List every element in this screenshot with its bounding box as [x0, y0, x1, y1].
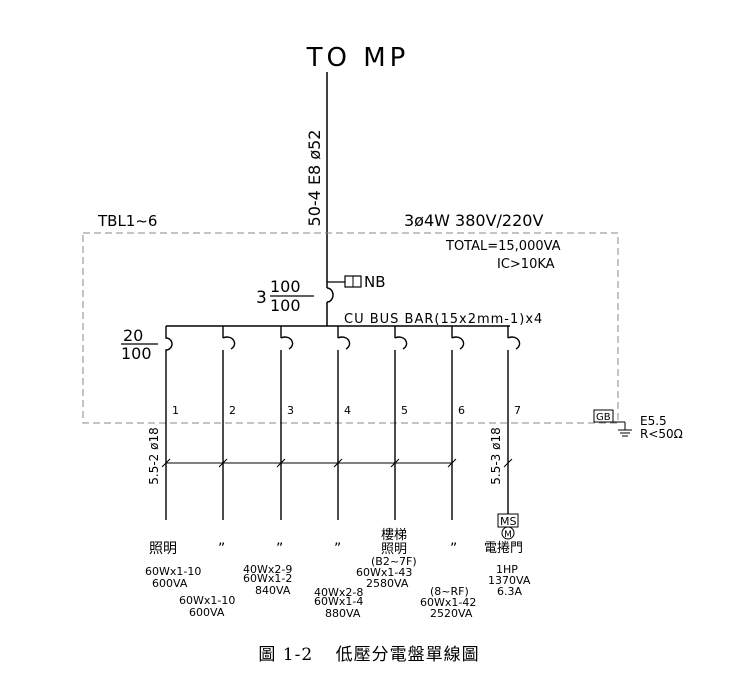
ground-size: E5.5: [640, 414, 667, 428]
panel-name: TBL1~6: [97, 212, 157, 230]
circuit-2-name: ”: [218, 541, 225, 557]
circuit-number: 5: [401, 404, 408, 417]
circuit-5-sub: (B2~7F): [371, 555, 417, 568]
circuit-2-desc-a: 60Wx1-10: [179, 594, 235, 607]
circuit-1-desc-b: 600VA: [152, 577, 188, 590]
circuit-3-name: ”: [276, 541, 283, 557]
circuit-number: 2: [229, 404, 236, 417]
circuit-5-name: 照明: [381, 542, 407, 557]
main-breaker-symbol: [326, 282, 334, 326]
panel-boundary: [82, 232, 619, 424]
branch-2: 2: [222, 326, 236, 520]
cable-right-label: 5.5-3 ø18: [489, 427, 503, 484]
ground-icon: [618, 429, 632, 437]
circuit-number: 7: [514, 404, 521, 417]
circuit-4-desc-c: 880VA: [325, 607, 361, 620]
ground-resistance: R<50Ω: [640, 427, 683, 441]
circuit-7-desc-c: 6.3A: [497, 585, 522, 598]
ic-label: IC>10KA: [497, 257, 555, 272]
main-breaker-top: 100: [270, 277, 301, 296]
circuit-3-desc-b: 60Wx1-2: [243, 572, 292, 585]
nb-label: NB: [364, 273, 386, 291]
figure-title: 低壓分電盤單線圖: [335, 645, 480, 665]
branch-6: 6: [451, 326, 465, 520]
branch-1: 1: [165, 326, 179, 520]
circuit-2-desc-b: 600VA: [189, 606, 225, 619]
total-label: TOTAL=15,000VA: [445, 239, 561, 254]
motor-icon: [501, 526, 515, 540]
circuit-7-desc-b: 1370VA: [488, 574, 531, 587]
circuit-6-name: ”: [450, 541, 457, 557]
circuit-number: 3: [287, 404, 294, 417]
circuit-6-desc-a: 60Wx1-42: [420, 596, 476, 609]
circuit-number: 1: [172, 404, 179, 417]
to-mp-label: TO MP: [306, 43, 410, 73]
circuit-7-name: 電捲門: [484, 541, 523, 556]
circuit-5-name-top: 樓梯: [381, 528, 407, 543]
circuit-3-desc-c: 840VA: [255, 584, 291, 597]
branch-4: 4: [337, 326, 351, 520]
circuit-7-desc-a: 1HP: [496, 563, 518, 576]
motor-symbol: M: [504, 530, 512, 540]
branch-breaker-bottom: 100: [121, 344, 152, 363]
cable-left-label: 5.5-2 ø18: [147, 427, 161, 484]
circuit-6-desc-b: 2520VA: [430, 607, 473, 620]
circuit-number: 4: [344, 404, 351, 417]
circuit-1-desc-a: 60Wx1-10: [145, 565, 201, 578]
ground-box: [593, 409, 614, 423]
circuit-3-desc-a: 40Wx2-9: [243, 563, 292, 576]
feeder-cable-label: 50-4 E8 ø52: [305, 130, 324, 227]
figure-caption: 圖 1-2 低壓分電盤單線圖: [0, 640, 738, 665]
circuit-5-desc-a: 60Wx1-43: [356, 566, 412, 579]
main-breaker-prefix: 3: [256, 288, 267, 308]
branch-5: 5: [394, 326, 408, 520]
circuit-number: 6: [458, 404, 465, 417]
circuit-4-desc-b: 60Wx1-4: [314, 595, 363, 608]
bus-bar-label: CU BUS BAR(15x2mm-1)x4: [344, 312, 543, 327]
branch-7: 7: [507, 326, 521, 514]
branch-breaker-top: 20: [123, 326, 143, 345]
supply-label: 3ø4W 380V/220V: [404, 211, 543, 230]
circuit-5-desc-b: 2580VA: [366, 577, 409, 590]
ms-label: MS: [500, 515, 516, 528]
main-breaker-bottom: 100: [270, 296, 301, 315]
circuit-4-name: ”: [334, 541, 341, 557]
circuit-4-desc-a: 40Wx2-8: [314, 586, 363, 599]
cable-ticks: [161, 458, 513, 468]
circuit-1-name: 照明: [149, 541, 177, 557]
figure-number: 圖 1-2: [258, 645, 314, 665]
branch-3: 3: [280, 326, 294, 520]
circuit-6-sub: (8~RF): [430, 585, 469, 598]
ground-box-label: GB: [596, 412, 611, 423]
